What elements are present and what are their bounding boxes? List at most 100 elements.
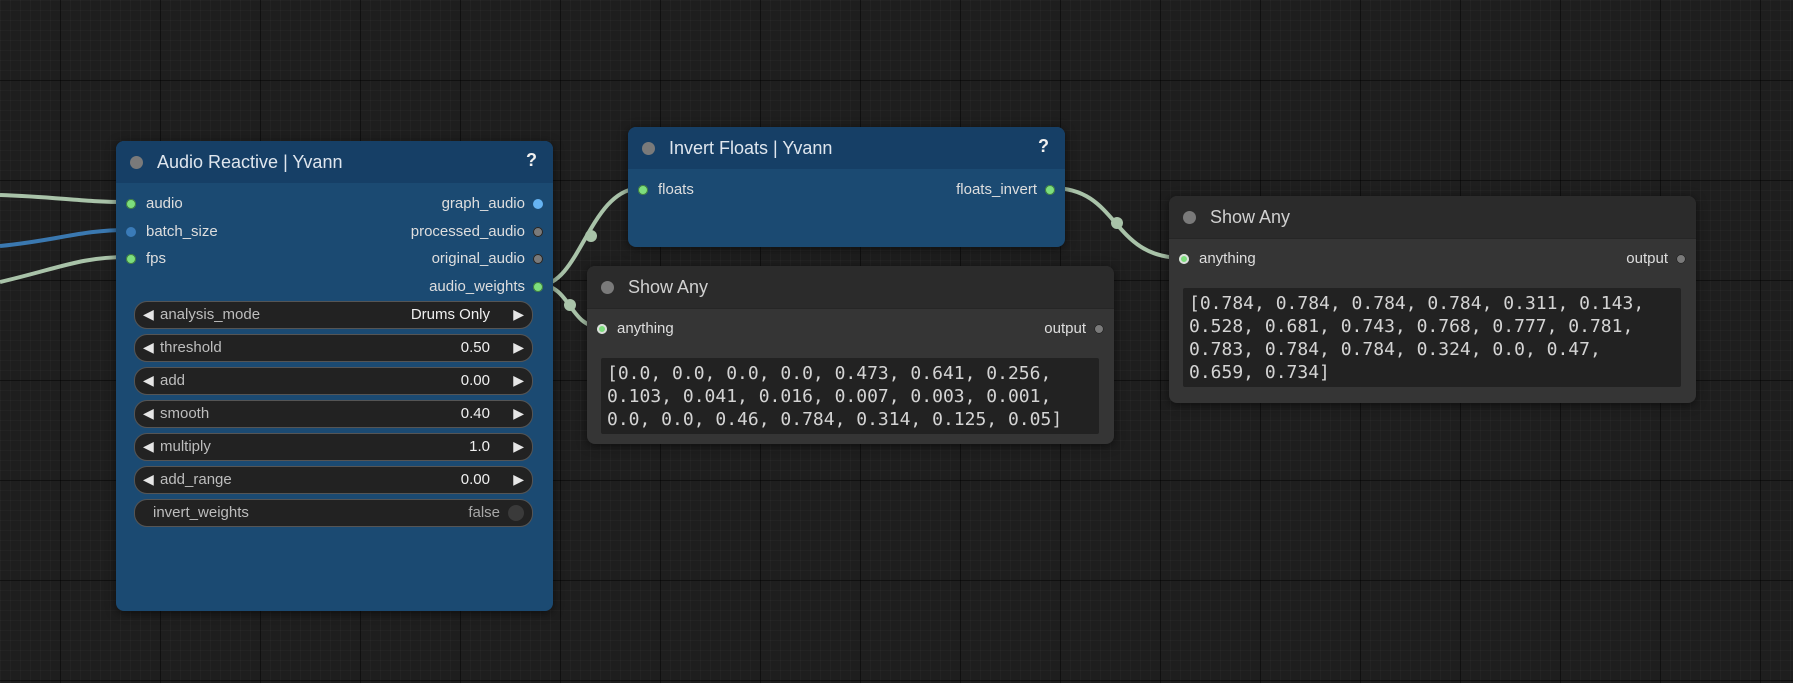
output-label: original_audio — [431, 250, 525, 267]
increment-arrow-icon[interactable]: ▶ — [513, 405, 524, 421]
input-label: floats — [658, 181, 694, 198]
decrement-arrow-icon[interactable]: ◀ — [143, 471, 154, 487]
output-dot-icon[interactable] — [1094, 323, 1104, 334]
widget-label: smooth — [160, 405, 210, 422]
wire-reroute-dot[interactable] — [585, 230, 597, 242]
input-dot-icon[interactable] — [126, 226, 136, 237]
node-show-any[interactable]: Show Any anything output [0.784, 0.784, … — [1169, 196, 1696, 403]
wire-batch-size — [0, 228, 129, 248]
input-label: anything — [1199, 250, 1256, 267]
collapse-dot-icon[interactable] — [601, 280, 614, 294]
output-dot-icon[interactable] — [533, 198, 543, 209]
node-header[interactable]: Show Any — [1169, 196, 1696, 239]
help-icon[interactable]: ? — [1038, 136, 1049, 156]
input-dot-icon[interactable] — [638, 184, 648, 195]
widget-add-range[interactable]: ◀ add_range 0.00 ▶ — [134, 466, 533, 494]
collapse-dot-icon[interactable] — [642, 141, 655, 155]
input-slot-floats[interactable]: floats — [638, 181, 694, 198]
toggle-knob-icon[interactable] — [508, 505, 524, 521]
output-slot-floats-invert[interactable]: floats_invert — [956, 181, 1055, 198]
widget-value[interactable]: 0.00 — [460, 471, 490, 488]
output-label: output — [1626, 250, 1668, 267]
increment-arrow-icon[interactable]: ▶ — [513, 306, 524, 322]
widget-value[interactable]: 0.40 — [460, 405, 490, 422]
node-title: Invert Floats | Yvann — [669, 137, 833, 158]
widget-label: analysis_mode — [160, 306, 261, 323]
input-slot-anything[interactable]: anything — [597, 320, 674, 337]
widget-threshold[interactable]: ◀ threshold 0.50 ▶ — [134, 334, 533, 362]
slot-row: batch_size processed_audio — [116, 220, 553, 242]
node-title: Audio Reactive | Yvann — [157, 151, 343, 172]
input-slot-anything[interactable]: anything — [1179, 250, 1256, 267]
wire-invert-to-show — [1051, 186, 1184, 260]
output-dot-icon[interactable] — [1676, 253, 1686, 264]
node-show-any[interactable]: Show Any anything output [0.0, 0.0, 0.0,… — [587, 266, 1114, 444]
input-dot-icon[interactable] — [126, 198, 136, 209]
help-icon[interactable]: ? — [526, 150, 537, 170]
decrement-arrow-icon[interactable]: ◀ — [143, 438, 154, 454]
widget-add[interactable]: ◀ add 0.00 ▶ — [134, 367, 533, 395]
widget-multiply[interactable]: ◀ multiply 1.0 ▶ — [134, 433, 533, 461]
wire-fps — [0, 255, 129, 284]
display-textbox[interactable]: [0.0, 0.0, 0.0, 0.0, 0.473, 0.641, 0.256… — [601, 358, 1099, 434]
input-slot-audio[interactable]: audio — [126, 195, 183, 212]
increment-arrow-icon[interactable]: ▶ — [513, 471, 524, 487]
output-slot-processed-audio[interactable]: processed_audio — [411, 223, 543, 240]
widget-analysis-mode[interactable]: ◀ analysis_mode Drums Only ▶ — [134, 301, 533, 329]
slot-row: audio graph_audio — [116, 192, 553, 214]
input-label: fps — [146, 250, 167, 267]
input-dot-icon[interactable] — [126, 253, 136, 264]
output-dot-icon[interactable] — [533, 281, 543, 292]
output-slot-output[interactable]: output — [1626, 250, 1686, 267]
output-dot-icon[interactable] — [533, 226, 543, 237]
node-header[interactable]: Audio Reactive | Yvann ? — [116, 141, 553, 183]
output-label: graph_audio — [441, 195, 525, 212]
output-slot-output[interactable]: output — [1044, 320, 1104, 337]
increment-arrow-icon[interactable]: ▶ — [513, 438, 524, 454]
input-dot-icon[interactable] — [1179, 253, 1189, 264]
widget-smooth[interactable]: ◀ smooth 0.40 ▶ — [134, 400, 533, 428]
widget-label: add_range — [160, 471, 232, 488]
node-title: Show Any — [1210, 206, 1291, 227]
input-slot-fps[interactable]: fps — [126, 250, 166, 267]
decrement-arrow-icon[interactable]: ◀ — [143, 339, 154, 355]
wire-reroute-dot[interactable] — [1111, 217, 1123, 229]
node-header[interactable]: Invert Floats | Yvann ? — [628, 127, 1065, 169]
widget-value[interactable]: 1.0 — [469, 438, 490, 455]
widget-label: invert_weights — [153, 504, 249, 521]
widget-value[interactable]: 0.50 — [460, 339, 490, 356]
node-header[interactable]: Show Any — [587, 266, 1114, 309]
input-label: batch_size — [146, 223, 218, 240]
slot-row: audio_weights — [116, 275, 553, 297]
input-dot-icon[interactable] — [597, 323, 607, 334]
decrement-arrow-icon[interactable]: ◀ — [143, 372, 154, 388]
output-slot-audio-weights[interactable]: audio_weights — [429, 278, 543, 295]
decrement-arrow-icon[interactable]: ◀ — [143, 405, 154, 421]
slot-row: floats floats_invert — [628, 178, 1065, 200]
increment-arrow-icon[interactable]: ▶ — [513, 372, 524, 388]
widget-label: add — [160, 372, 186, 389]
output-slot-original-audio[interactable]: original_audio — [432, 250, 543, 267]
output-label: processed_audio — [410, 223, 525, 240]
decrement-arrow-icon[interactable]: ◀ — [143, 306, 154, 322]
widget-label: multiply — [160, 438, 211, 455]
widget-value[interactable]: Drums Only — [410, 306, 490, 323]
increment-arrow-icon[interactable]: ▶ — [513, 339, 524, 355]
input-label: audio — [146, 195, 183, 212]
collapse-dot-icon[interactable] — [130, 155, 143, 169]
input-slot-batch-size[interactable]: batch_size — [126, 223, 218, 240]
wire-reroute-dot[interactable] — [564, 299, 576, 311]
slot-row: anything output — [1169, 247, 1696, 269]
output-slot-graph-audio[interactable]: graph_audio — [442, 195, 543, 212]
output-dot-icon[interactable] — [533, 253, 543, 264]
node-title: Show Any — [628, 276, 709, 297]
slot-row: anything output — [587, 317, 1114, 339]
display-textbox[interactable]: [0.784, 0.784, 0.784, 0.784, 0.311, 0.14… — [1183, 288, 1681, 387]
widget-value[interactable]: 0.00 — [460, 372, 490, 389]
toggle-invert-weights[interactable]: invert_weights false — [134, 499, 533, 527]
node-audio-reactive[interactable]: Audio Reactive | Yvann ? audio graph_aud… — [116, 141, 553, 611]
output-dot-icon[interactable] — [1045, 184, 1055, 195]
node-invert-floats[interactable]: Invert Floats | Yvann ? floats floats_in… — [628, 127, 1065, 247]
slot-row: fps original_audio — [116, 247, 553, 269]
collapse-dot-icon[interactable] — [1183, 210, 1196, 224]
